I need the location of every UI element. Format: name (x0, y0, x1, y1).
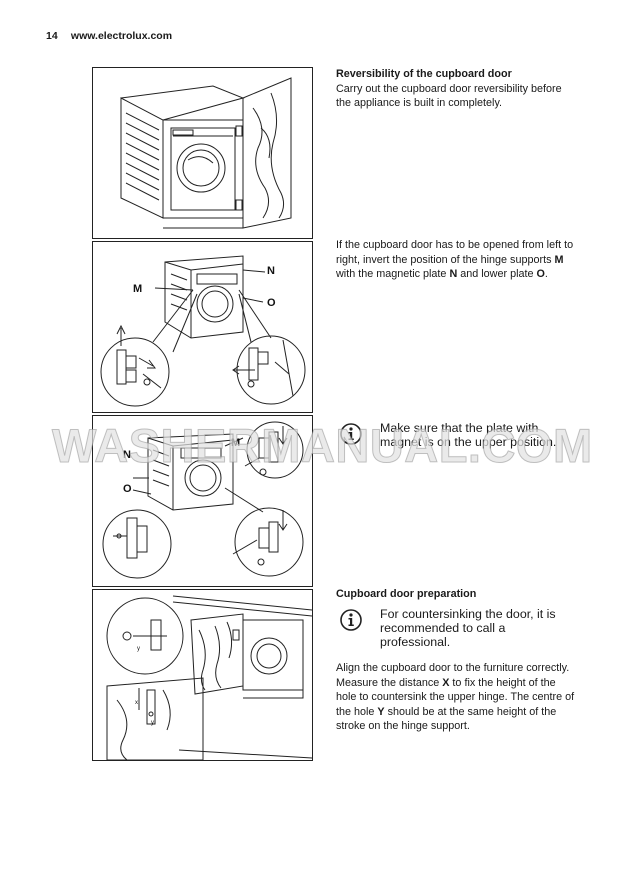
section-door-preparation-heading: Cupboard door preparation (336, 587, 576, 602)
note-text: For countersinking the door, it is recom… (380, 607, 556, 649)
ref-m: M (554, 253, 564, 266)
washer-cabinet-illustration (120, 77, 292, 229)
hinge-inversion-illustration: M N O (100, 255, 306, 407)
door-preparation-illustration: y x y (106, 595, 312, 760)
label-n: N (267, 265, 275, 277)
label-o: O (267, 297, 276, 309)
info-icon (340, 609, 362, 631)
ref-o: O (536, 268, 545, 281)
section-heading: Cupboard door preparation (336, 588, 477, 600)
label-y-bottom: y (151, 720, 154, 726)
note-professional: For countersinking the door, it is recom… (336, 607, 576, 655)
page-number: 14 (46, 30, 58, 42)
label-o: O (123, 483, 132, 495)
section-body: Carry out the cupboard door reversibilit… (336, 82, 562, 110)
ref-n: N (449, 268, 458, 281)
label-m: M (133, 283, 142, 295)
label-x: x (135, 700, 138, 706)
figure-plates-mounting: N M O (92, 415, 313, 587)
note-text: Make sure that the plate with magnet is … (380, 421, 557, 449)
ref-x: X (442, 676, 450, 689)
page-header: 14 www.electrolux.com (46, 30, 172, 42)
figure-door-preparation: y x y (92, 589, 313, 761)
para-align: Align the cupboard door to the furniture… (336, 662, 570, 674)
section-hinge-inversion: If the cupboard door has to be opened fr… (336, 238, 576, 282)
figure-door-open (92, 67, 313, 239)
label-y-top: y (137, 646, 140, 652)
website-link[interactable]: www.electrolux.com (70, 30, 173, 42)
info-icon (340, 423, 362, 445)
section-body: If the cupboard door has to be opened fr… (336, 239, 574, 281)
figure-hinge-supports: M N O (92, 241, 313, 413)
section-reversibility: Reversibility of the cupboard door Carry… (336, 67, 576, 111)
note-magnet-position: Make sure that the plate with magnet is … (336, 421, 576, 467)
para-measure: Measure the distance X to fix the height… (336, 676, 575, 733)
ref-y: Y (377, 705, 385, 718)
section-heading: Reversibility of the cupboard door (336, 68, 512, 80)
label-m: M (231, 437, 240, 449)
section-door-preparation-body: Align the cupboard door to the furniture… (336, 661, 576, 734)
plates-mounting-illustration: N M O (102, 421, 304, 579)
label-n: N (123, 449, 131, 461)
